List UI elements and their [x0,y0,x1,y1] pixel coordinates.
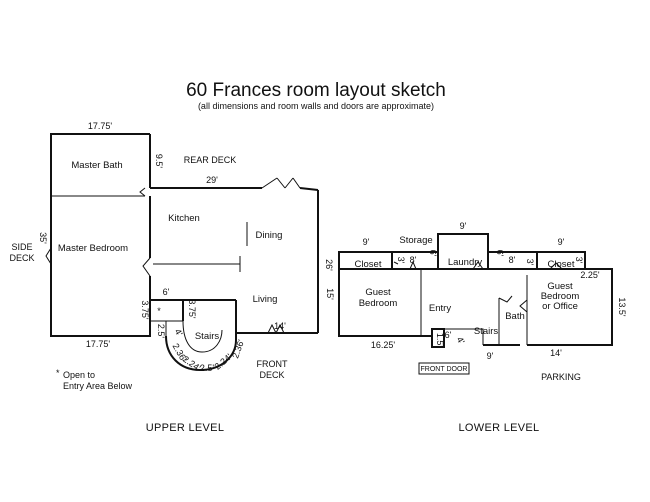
dim-right-depth: 26' [324,259,334,271]
label-side-deck-2: DECK [9,253,34,263]
dim-bed-left-w: 16.25' [371,340,396,350]
room-bath: Bath [505,311,525,322]
closet-right-box [536,251,586,270]
room-closet-left: Closet [355,259,382,270]
dim-right-small: 3' [525,259,535,266]
dim-bottom-width: 17.75' [86,339,111,349]
dim-entry-door: 1.5' [435,333,445,348]
open-to-entry-box [149,299,184,322]
label-side-deck-1: SIDE [11,242,32,252]
dim-curve-5: 2.36' [230,338,246,360]
front-door-box [431,328,445,348]
dim-stair-left: 3.75' [140,300,150,320]
rear-door-swing [261,177,301,189]
closet-right-door [549,262,563,270]
room-office-line2: Bedroom [541,291,580,302]
dim-curve-3: 2.5' [200,363,215,373]
dim-rear-width: 29' [206,175,218,185]
room-kitchen: Kitchen [168,213,200,224]
stair-bay-inner [182,320,223,353]
note-line-2: Entry Area Below [63,381,133,391]
dim-closet-right-h: 3' [574,257,584,264]
dim-storage-w2: 9' [460,221,467,231]
room-guest-bedroom-line2: Bedroom [359,298,398,309]
dim-storage-w1: 8' [410,255,417,265]
room-master-bath: Master Bath [71,160,122,171]
stair-bay-curve [165,335,237,372]
dim-top-width: 17.75' [88,121,113,131]
stair-open-marker: * [157,306,161,316]
rear-wall-right [299,187,319,191]
dim-closet-right-w: 9' [558,237,565,247]
office-door-swing [519,299,528,313]
dim-side-depth: 35' [38,232,48,244]
laundry-door-swing [472,261,484,270]
stair-well [432,328,484,345]
label-rear-deck: REAR DECK [184,155,237,165]
room-living: Living [253,294,278,305]
dim-stair-width: 6' [163,287,170,297]
dim-stair-top: 6' [445,330,452,340]
dim-office-h: 13.5' [617,297,627,317]
room-stairs-upper: Stairs [195,331,220,342]
dim-bath-height: 9.5' [154,154,164,169]
dim-closet-left-w: 9' [363,237,370,247]
dim-storage-h: 6' [428,250,438,257]
closet-left-door [393,261,399,265]
room-stairs-lower: Stairs [474,326,499,337]
room-office-line3: or Office [542,301,578,312]
dim-office-top: 2.25' [580,270,600,280]
bath-door-swing-lower [498,295,513,303]
lower-level-plan [338,233,613,348]
lower-right-wall [527,268,613,346]
label-front-deck-1: FRONT [257,359,288,369]
dim-front-width: 14' [274,321,286,331]
upper-level-plan [45,133,319,372]
page-title: 60 Frances room layout sketch [186,80,446,101]
front-door-label-box [418,362,470,375]
bath-door-swing [139,187,146,197]
room-guest-bedroom-line1: Guest [365,287,391,298]
dim-bed-left-h: 15' [325,288,335,300]
page-subtitle: (all dimensions and room walls and doors… [198,101,434,111]
label-front-deck-2: DECK [259,370,284,380]
room-office-line1: Guest [547,281,573,292]
note-line-1: Open to [63,370,95,380]
dim-laundry-r: 8' [509,255,516,265]
dim-stair-inner: 3.75' [187,299,197,319]
lower-level-label: LOWER LEVEL [459,422,540,434]
room-storage: Storage [399,235,432,246]
room-laundry: Laundry [448,257,483,268]
bedroom-door-swing [142,257,151,277]
label-parking: PARKING [541,372,581,382]
dim-office-w: 14' [550,348,562,358]
dim-laundry-h: 6' [495,250,505,257]
front-door-swing [267,323,285,335]
dim-curve-6: 4' [173,327,185,338]
room-closet-right: Closet [548,259,575,270]
dim-closet-left-h: 3' [396,257,406,264]
upper-level-label: UPPER LEVEL [146,422,225,434]
side-door-swing [45,247,52,265]
storage-door-swing [409,260,417,270]
label-front-door: FRONT DOOR [421,366,468,373]
room-master-bedroom: Master Bedroom [58,243,128,254]
room-entry: Entry [429,303,451,314]
dim-stair-step: 2.5' [156,324,166,339]
dim-stair-diag: 4' [455,335,467,346]
note-marker: * [56,368,60,378]
dim-stair-bottom: 9' [487,351,494,361]
room-dining: Dining [256,230,283,241]
